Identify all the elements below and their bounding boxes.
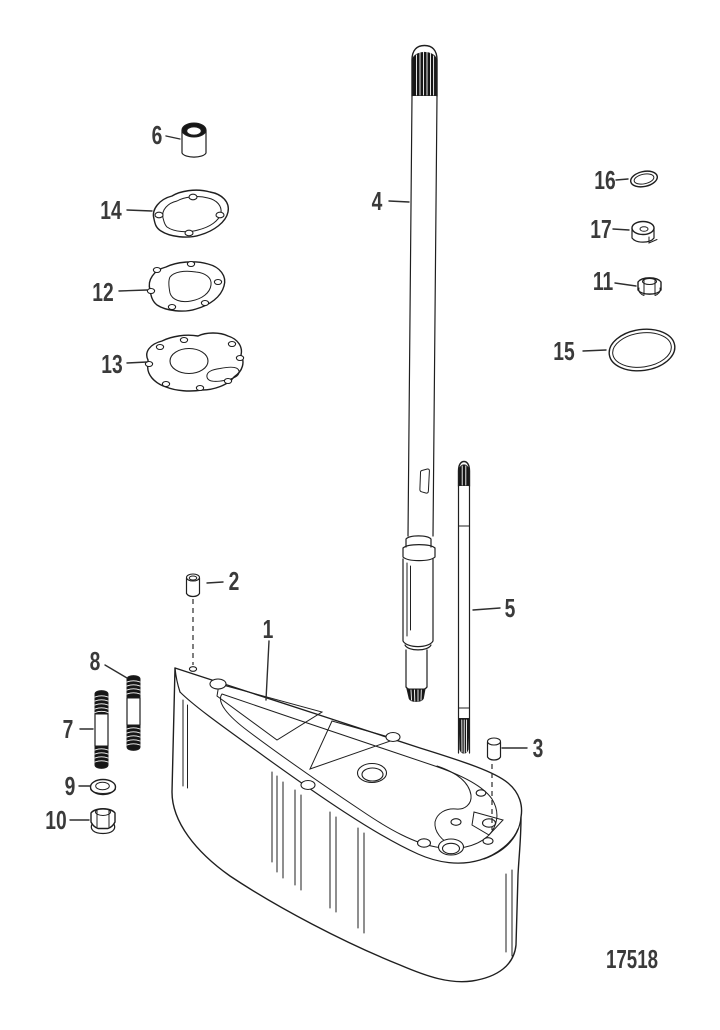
stud-7: [94, 690, 109, 769]
callouts: 1 2 3 4 5 6 7 8 9 10 11 12 13 14 15 16 1…: [45, 120, 615, 835]
callout-6: 6: [152, 120, 163, 150]
callout-10: 10: [45, 805, 66, 835]
callout-13: 13: [101, 349, 122, 379]
callout-9: 9: [65, 771, 76, 801]
callout-5: 5: [505, 593, 516, 623]
stud-8: [126, 675, 141, 751]
extension-housing: [171, 666, 523, 983]
callout-17: 17: [590, 214, 611, 244]
callout-11: 11: [593, 266, 614, 296]
callout-8: 8: [90, 646, 101, 676]
gasket-14: [152, 189, 229, 238]
o-ring-large: [608, 328, 676, 372]
callout-3: 3: [533, 733, 544, 763]
retainer: [631, 220, 658, 244]
shift-shaft: [457, 460, 471, 754]
washer: [89, 778, 117, 796]
drawing-number: 17518: [606, 944, 658, 974]
callout-7: 7: [63, 714, 74, 744]
callout-2: 2: [229, 566, 240, 596]
callout-15: 15: [553, 336, 575, 366]
gasket-12: [146, 260, 226, 312]
callout-14: 14: [100, 195, 122, 225]
alignment-dashes: [192, 599, 493, 830]
callout-1: 1: [263, 614, 274, 644]
gasket-13: [144, 332, 245, 392]
callout-4: 4: [372, 186, 383, 216]
hex-nut-11: [637, 277, 662, 296]
o-ring-small: [630, 170, 658, 188]
driveshaft: [402, 44, 438, 702]
leader-lines: [69, 135, 637, 821]
bushing: [181, 122, 207, 158]
dowel-pin-3: [486, 737, 502, 761]
locknut-10: [90, 808, 116, 835]
callout-16: 16: [594, 165, 615, 195]
dowel-pin-2: [185, 573, 201, 598]
callout-12: 12: [92, 277, 113, 307]
